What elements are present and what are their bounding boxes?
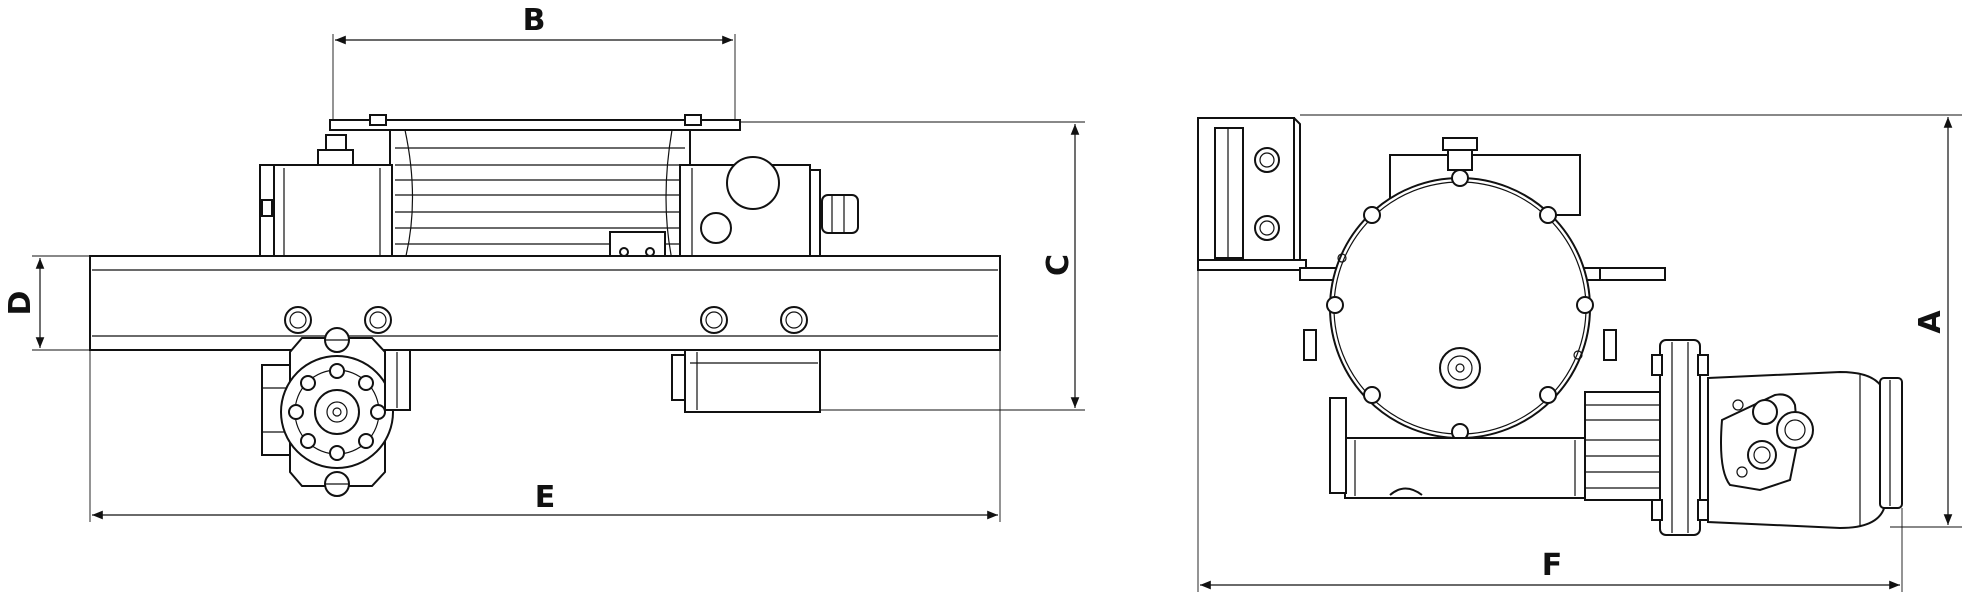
gear-housing (1329, 397, 1586, 499)
dimension-a: A (1300, 114, 1962, 528)
dimension-f-label: F (1542, 548, 1563, 583)
left-housing (259, 134, 393, 266)
right-housing (609, 156, 859, 266)
side-view: B C D E (3, 3, 1085, 522)
dimension-c: C (740, 121, 1085, 411)
motor-flange (1651, 339, 1709, 536)
end-view: A F (1197, 114, 1962, 592)
mounting-channel (89, 255, 1001, 351)
drum-end-cover (1326, 137, 1594, 441)
dimension-a-label: A (1913, 310, 1948, 334)
dimension-e: E (89, 350, 1001, 522)
hydraulic-motor-front (261, 327, 411, 497)
dimension-b-label: B (523, 3, 546, 38)
dimension-e-label: E (535, 480, 556, 515)
dimension-f: F (1197, 270, 1903, 592)
dimension-d-label: D (3, 291, 38, 316)
dimension-b: B (332, 3, 736, 120)
dimension-c-label: C (1041, 254, 1076, 276)
coupling (1584, 391, 1661, 501)
gearbox-lower (671, 349, 821, 413)
hydraulic-motor-side (1707, 370, 1903, 530)
dimension-d: D (3, 255, 90, 351)
mounting-bracket (1197, 117, 1307, 271)
